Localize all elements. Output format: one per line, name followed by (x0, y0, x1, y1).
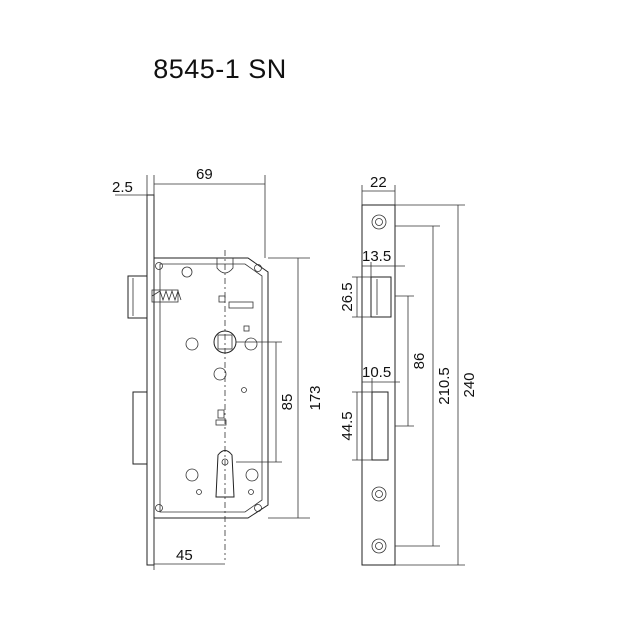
lock-case (153, 257, 269, 519)
side-view (361, 204, 396, 566)
dim-center-distance: 85 (279, 394, 296, 411)
dim-faceplate-screw-span: 210.5 (436, 367, 453, 405)
front-view (127, 194, 269, 566)
dim-faceplate-width: 22 (370, 174, 387, 191)
cylinder-cutout (215, 450, 235, 498)
dim-latch-width: 13.5 (362, 248, 391, 265)
dim-latch-height: 26.5 (339, 282, 356, 311)
latch-bolt (127, 275, 147, 319)
side-dimensions: 22 13.5 26.5 10.5 44.5 86 210.5 240 (339, 174, 478, 566)
dim-bolt-height: 44.5 (339, 411, 356, 440)
spindle-square (217, 334, 233, 350)
dim-screw-spacing: 86 (411, 353, 428, 370)
dim-backset: 45 (176, 547, 193, 564)
dead-bolt (132, 391, 148, 465)
faceplate-side (361, 204, 396, 566)
faceplate-front (146, 194, 155, 566)
dim-bolt-width: 10.5 (362, 364, 391, 381)
model-title: 8545-1 SN (153, 54, 287, 84)
bolt-side (371, 391, 389, 461)
latch-spring (151, 289, 182, 302)
latch-side (370, 276, 392, 318)
dim-faceplate-length: 240 (461, 372, 478, 397)
dim-backset-width: 69 (196, 166, 213, 183)
mounting-hole-top (181, 266, 193, 278)
dim-faceplate-thickness: 2.5 (112, 179, 133, 196)
dim-case-height: 173 (307, 385, 324, 410)
front-dimensions: 2.5 69 45 173 85 (112, 166, 324, 570)
